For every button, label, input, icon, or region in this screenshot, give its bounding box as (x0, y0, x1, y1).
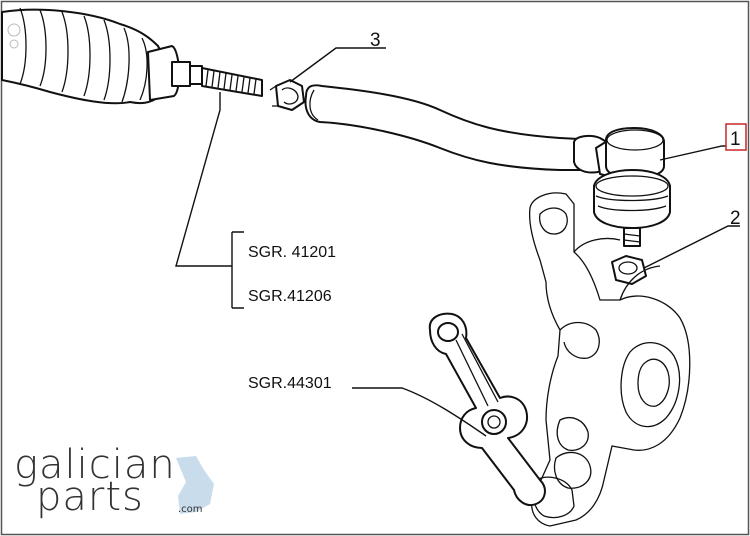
logo-line-1: galician (14, 442, 176, 488)
logo-suffix: .com (178, 504, 203, 515)
galician-parts-logo: galician parts .com (14, 442, 214, 520)
ref-label-41201: SGR. 41201 (248, 244, 336, 261)
ref-label-41206: SGR.41206 (248, 288, 332, 305)
corner-watermark-icon (7, 23, 21, 49)
callout-3: 3 (370, 30, 381, 51)
lock-nut-part-3 (269, 79, 305, 111)
steering-link-arm (428, 312, 546, 506)
logo-line-2: parts (36, 474, 144, 520)
inner-tie-rod (147, 45, 263, 101)
callout-1: 1 (725, 123, 747, 151)
callout-number-3: 3 (370, 30, 381, 51)
castle-nut-part-2 (611, 255, 647, 285)
callout-number-2: 2 (730, 208, 741, 229)
callout-box-1 (725, 123, 747, 151)
callout-2: 2 (730, 208, 741, 229)
spain-map-icon (176, 456, 214, 514)
steering-boot (1, 7, 169, 105)
callout-number-1: 1 (730, 129, 741, 150)
tie-rod-end-part-1 (304, 84, 671, 247)
steering-knuckle (528, 192, 691, 527)
ref-label-44301: SGR.44301 (248, 375, 332, 392)
